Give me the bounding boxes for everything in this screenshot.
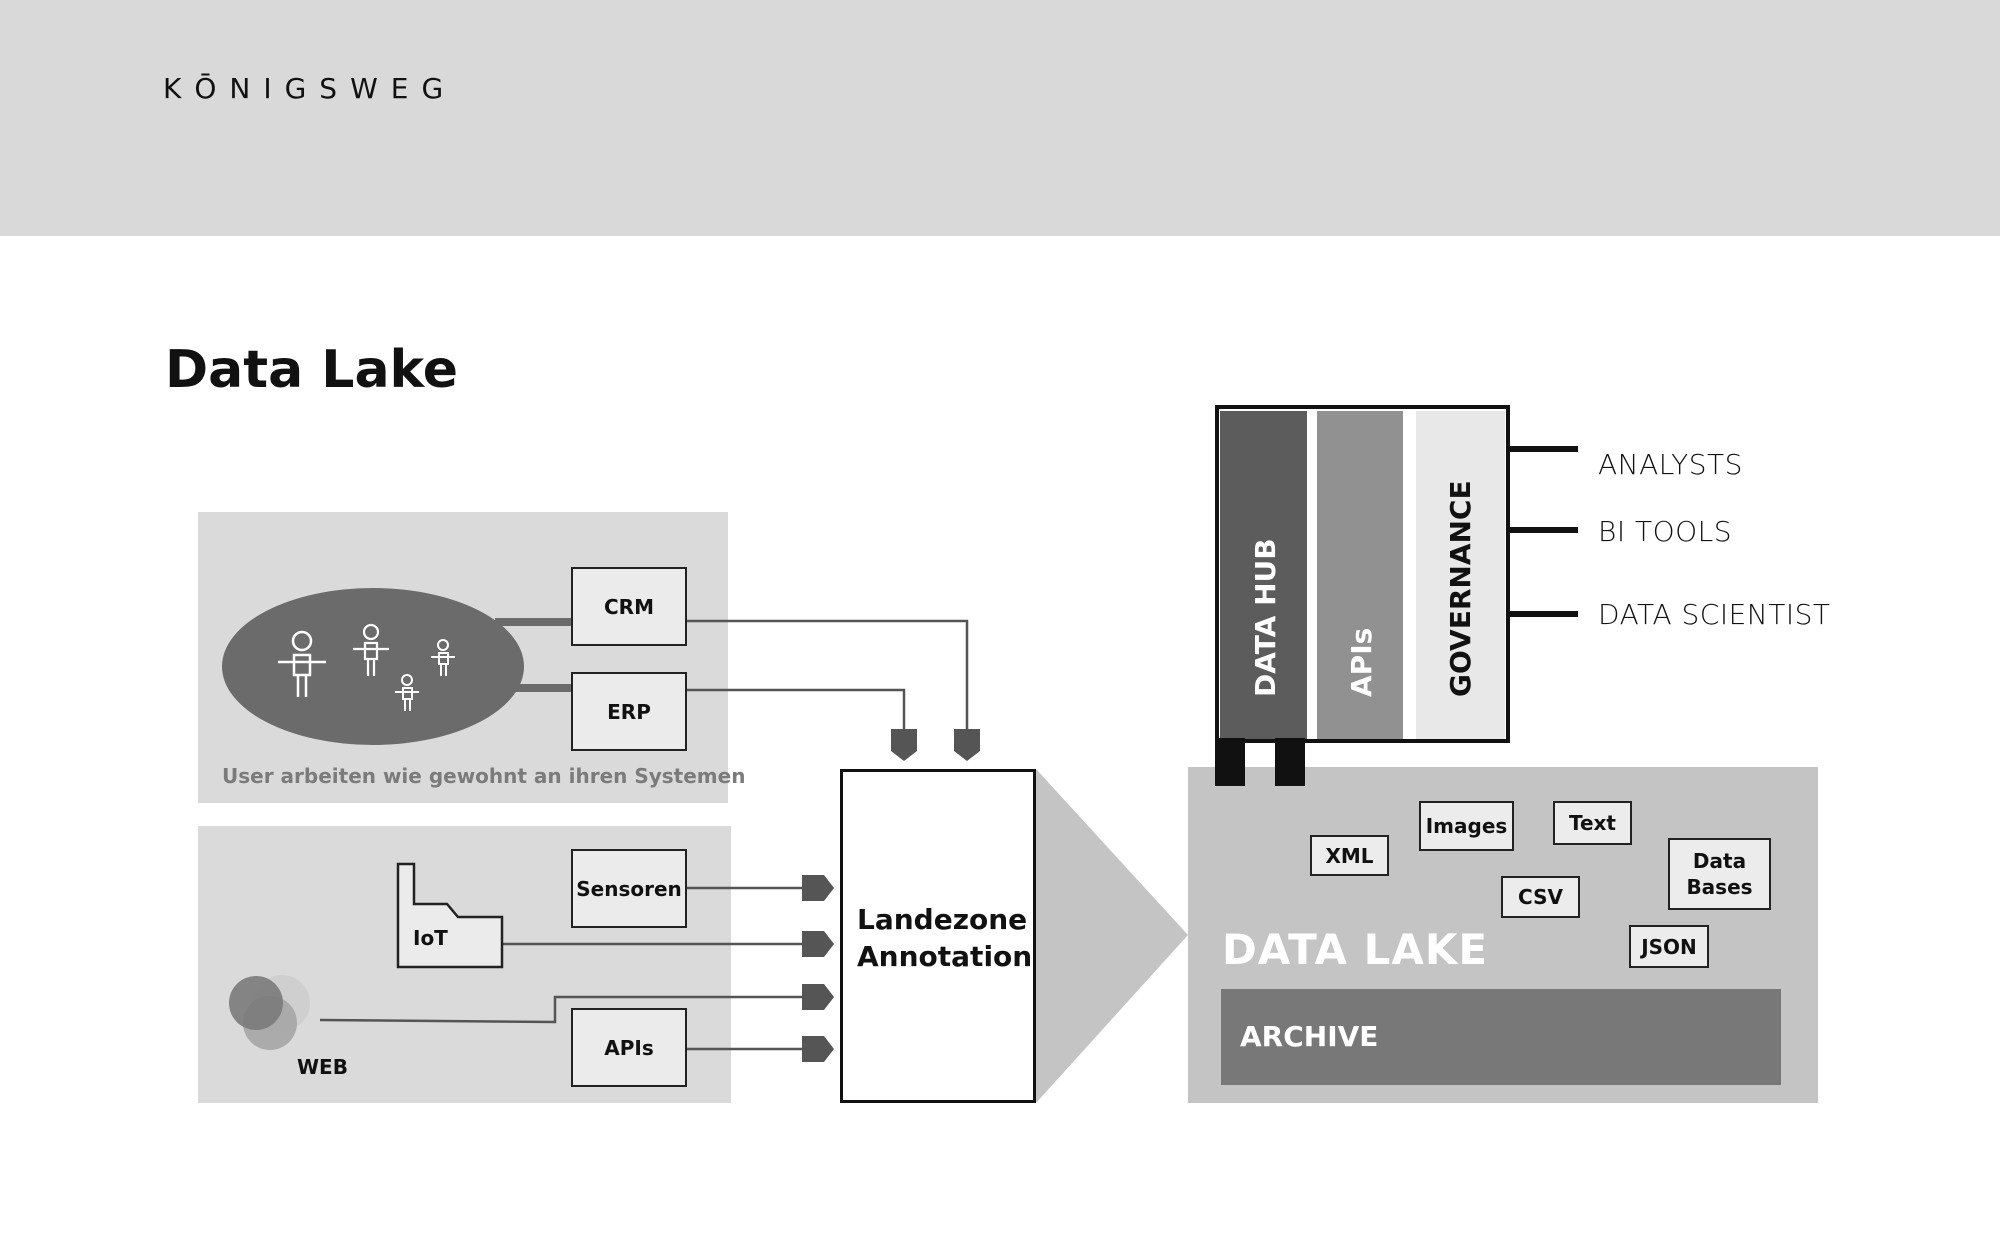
arrow-down-icon (891, 729, 917, 761)
landing-zone-label: Landezone Annotation (857, 901, 1032, 975)
format-databases: Data Bases (1668, 838, 1771, 910)
arrow-right-icon (802, 931, 834, 957)
iot-label: IoT (413, 926, 448, 950)
archive-label: ARCHIVE (1240, 1020, 1379, 1053)
governance-label: GOVERNANCE (1444, 480, 1477, 697)
systems-caption: User arbeiten wie gewohnt an ihren Syste… (222, 764, 746, 788)
brand-logo: KŌNIGSWEG (163, 72, 457, 105)
governance-column (1416, 411, 1505, 739)
apis-column (1317, 411, 1403, 739)
format-databases-line2: Bases (1686, 875, 1753, 899)
apis-source-box: APIs (571, 1008, 687, 1087)
data-scientist-link (1510, 611, 1578, 617)
user-icon (431, 639, 455, 676)
data-hub-column (1220, 411, 1307, 739)
funnel-shape (1036, 769, 1188, 1103)
page-title: Data Lake (165, 340, 458, 400)
arrow-right-icon (802, 875, 834, 901)
hub-connector-right (1275, 738, 1305, 786)
crm-box: CRM (571, 567, 687, 646)
format-json: JSON (1629, 925, 1709, 968)
web-label: WEB (297, 1055, 348, 1079)
format-csv: CSV (1501, 876, 1580, 918)
arrow-right-icon (802, 1036, 834, 1062)
landing-zone-box (840, 769, 1036, 1103)
landing-zone-line2: Annotation (857, 940, 1033, 973)
format-text: Text (1553, 801, 1632, 845)
consumer-analysts: ANALYSTS (1598, 448, 1743, 481)
factory-icon (396, 862, 504, 969)
bi-tools-link (1510, 527, 1578, 533)
erp-box: ERP (571, 672, 687, 751)
arrow-right-icon (802, 984, 834, 1010)
user-icon (353, 623, 389, 676)
web-icon (229, 975, 310, 1050)
data-lake-title: DATA LAKE (1222, 925, 1489, 974)
data-hub-label: DATA HUB (1249, 538, 1282, 697)
consumer-bi-tools: BI TOOLS (1598, 515, 1733, 548)
apis-column-label: APIs (1345, 627, 1378, 697)
user-icon (278, 630, 326, 697)
sensoren-box: Sensoren (571, 849, 687, 928)
format-databases-line1: Data (1692, 849, 1747, 873)
archive-bar (1221, 989, 1781, 1085)
format-images: Images (1419, 801, 1514, 851)
user-icon (395, 674, 419, 711)
landing-zone-line1: Landezone (857, 903, 1028, 936)
hub-connector-left (1215, 738, 1245, 786)
consumer-data-scientist: DATA SCIENTIST (1598, 598, 1831, 631)
format-xml: XML (1310, 835, 1389, 876)
header-bar: KŌNIGSWEG (0, 0, 2000, 236)
arrow-down-icon (954, 729, 980, 761)
analysts-link (1510, 446, 1578, 452)
